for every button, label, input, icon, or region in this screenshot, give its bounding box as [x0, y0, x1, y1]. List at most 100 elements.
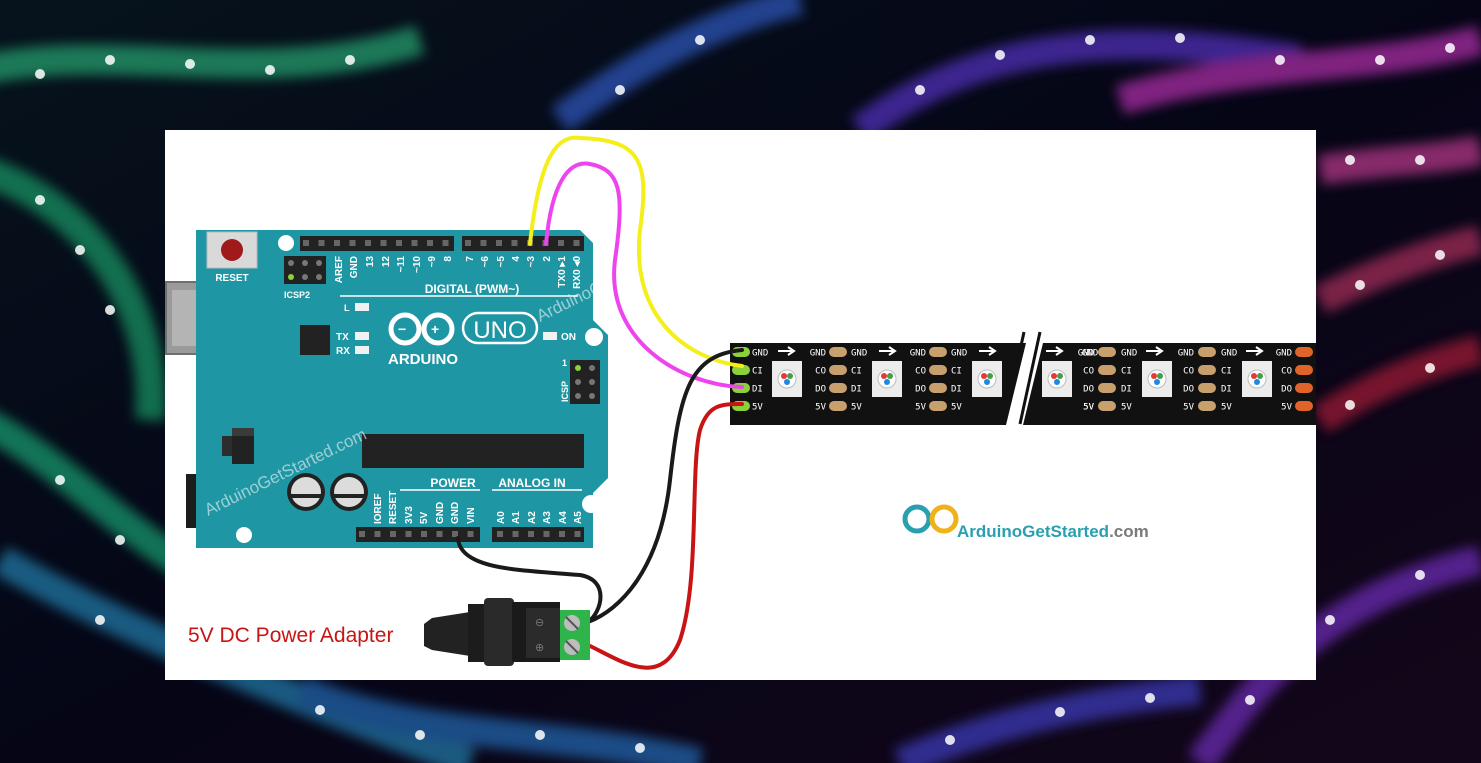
icsp2-header — [284, 256, 326, 284]
header-pin — [497, 531, 503, 537]
led-tx — [355, 332, 369, 340]
power-analog-pin-label: A0 — [496, 511, 507, 524]
strip-pin-label: GND — [752, 349, 768, 359]
solder-pad — [829, 383, 847, 393]
strip-pin-label: 5V — [1183, 403, 1194, 413]
icsp-label: ICSP — [560, 381, 570, 402]
strip-pin-label: DI — [951, 385, 962, 395]
solder-pad — [1098, 401, 1116, 411]
power-analog-pin-label: 5V — [419, 511, 430, 524]
atmega-chip — [362, 434, 584, 468]
strip-pin-label: GND — [1221, 349, 1237, 359]
header-pin — [349, 240, 356, 246]
header-pin — [365, 240, 371, 246]
strip-pin-label: GND — [1082, 349, 1098, 359]
uno-badge — [461, 311, 539, 345]
svg-text:⊕: ⊕ — [535, 642, 544, 654]
strip-pin-label: GND — [1078, 349, 1094, 359]
header-pin — [511, 240, 518, 246]
solder-pad — [929, 365, 947, 375]
header-pin — [512, 531, 519, 537]
solder-pad — [1198, 347, 1216, 357]
solder-pad — [829, 347, 847, 357]
strip-pin-label: GND — [810, 349, 826, 359]
header-pin — [528, 531, 534, 537]
power-analog-pin-label: 3V3 — [404, 506, 415, 524]
strip-pin-label: GND — [1276, 349, 1292, 359]
strip-pin-label: GND — [1178, 349, 1194, 359]
strip-pin-label: GND — [851, 349, 867, 359]
digital-pin-label: ~5 — [496, 256, 507, 268]
digital-pin-label: 13 — [365, 256, 376, 268]
header-pin — [442, 240, 449, 246]
digital-pin-label: 4 — [511, 256, 522, 262]
digital-pin-label: GND — [349, 256, 360, 278]
strip-pin-label: CI — [851, 367, 862, 377]
digital-pin-label: ~6 — [480, 256, 491, 268]
header-pin — [374, 531, 381, 537]
header-pin — [405, 531, 412, 537]
svg-text:−: − — [398, 321, 406, 337]
solder-pad — [1098, 383, 1116, 393]
solder-pad — [929, 401, 947, 411]
digital-pin-label: 8 — [443, 256, 454, 262]
analog-header — [492, 527, 584, 542]
solder-pad — [929, 347, 947, 357]
usb-chip — [300, 325, 330, 355]
digital-label: DIGITAL (PWM~) — [425, 282, 520, 296]
solder-pad — [1098, 365, 1116, 375]
power-analog-pin-label: A1 — [511, 511, 522, 524]
yellow-wire — [528, 135, 744, 368]
strip-pin-label: 5V — [815, 403, 826, 413]
strip-pin-label: CO — [1183, 367, 1194, 377]
digital-pin-label: ~9 — [427, 256, 438, 268]
led-rx — [355, 346, 369, 354]
digital-pin-label: 7 — [465, 256, 476, 262]
icsp-header — [570, 360, 600, 404]
icsp-pin1-label: 1 — [562, 358, 567, 368]
strip-pin-label: 5V — [1221, 403, 1232, 413]
arduinogetstarted-logo: ArduinoGetStarted.com — [902, 504, 1149, 541]
header-pin — [334, 240, 340, 246]
led-l — [355, 303, 369, 311]
header-pin — [559, 531, 565, 537]
header-pin — [436, 531, 443, 537]
solder-pad — [829, 401, 847, 411]
svg-text:+: + — [431, 321, 439, 337]
led-on — [543, 332, 557, 340]
solder-pad — [1198, 401, 1216, 411]
header-pin — [411, 240, 418, 246]
header-pin — [318, 240, 325, 246]
solder-pad — [1295, 383, 1313, 393]
digital-pin-label: 2 — [542, 256, 553, 262]
strip-pin-label: DI — [851, 385, 862, 395]
strip-pin-label: 5V — [1281, 403, 1292, 413]
header-pin — [396, 240, 402, 246]
digital-header-right — [462, 236, 584, 251]
arduino-logo — [388, 312, 455, 346]
analog-label: ANALOG IN — [498, 476, 565, 490]
strip-pin-label: 5V — [915, 403, 926, 413]
solder-pad — [1098, 347, 1116, 357]
header-pin — [427, 240, 433, 246]
digital-pin-label: TX0 ▸1 — [557, 256, 568, 288]
digital-pin-label: 12 — [381, 256, 392, 268]
strip-pin-label: DO — [915, 385, 926, 395]
digital-pin-label: AREF — [334, 256, 345, 283]
header-pin — [390, 531, 396, 537]
digital-pin-label: RX0 ◂0 — [572, 256, 583, 289]
header-pin — [558, 240, 564, 246]
header-pin — [543, 531, 550, 537]
power-analog-pin-label: VIN — [466, 507, 477, 524]
solder-pad — [929, 383, 947, 393]
capacitors — [287, 473, 368, 511]
strip-pin-label: GND — [1121, 349, 1137, 359]
led-rx-label: RX — [336, 346, 350, 357]
direction-arrow — [1046, 346, 1064, 356]
strip-pin-label: 5V — [1083, 403, 1094, 413]
strip-pin-label: CI — [951, 367, 962, 377]
brand-label: ARDUINO — [388, 351, 458, 368]
strip-pin-label: 5V — [1121, 403, 1132, 413]
power-analog-pin-label: RESET — [388, 491, 399, 524]
led-tx-label: TX — [336, 332, 349, 343]
